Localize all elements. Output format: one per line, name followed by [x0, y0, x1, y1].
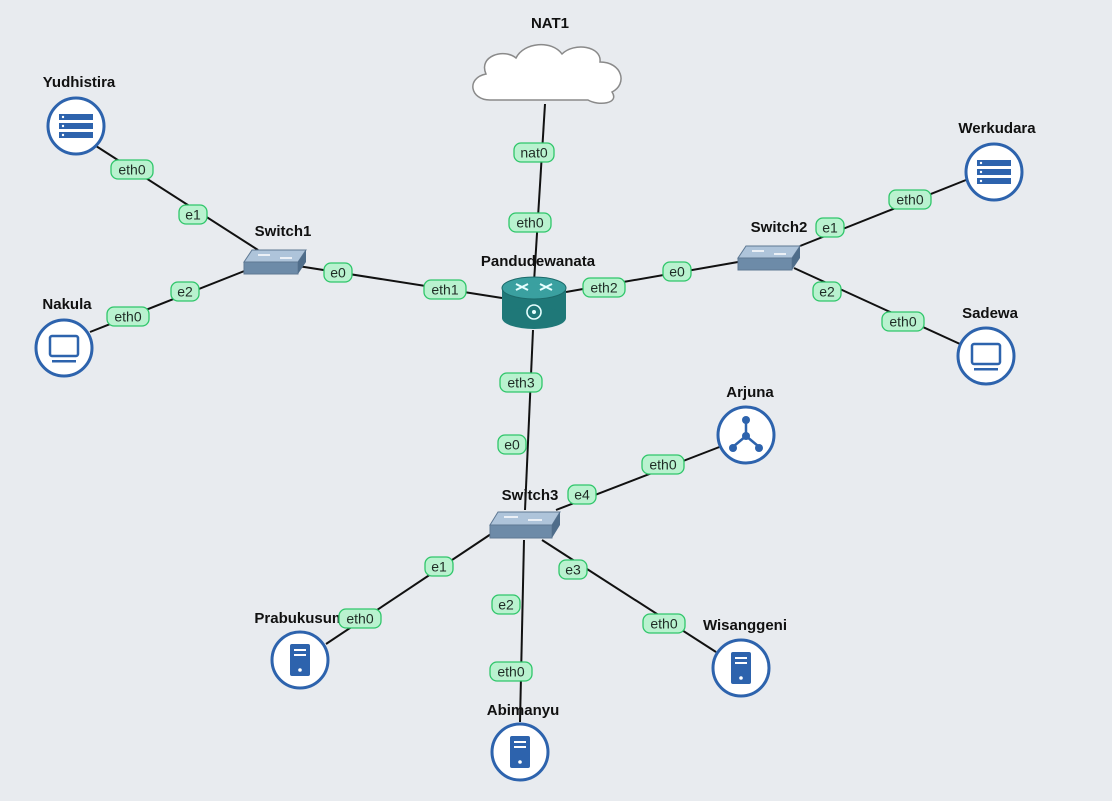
port-label: eth0	[106, 306, 150, 327]
server-rack-icon	[964, 142, 1024, 202]
switch2-node[interactable]: Switch2	[737, 219, 808, 271]
sadewa-node[interactable]: Sadewa	[956, 305, 1019, 386]
port-label: eth0	[508, 212, 552, 233]
port-label: eth0	[489, 661, 533, 682]
port-label: e2	[491, 594, 521, 615]
port-label: eth1	[423, 279, 467, 300]
prabukusuma-label: Prabukusuma	[254, 610, 354, 627]
wisanggeni-node[interactable]: Wisanggeni	[703, 617, 787, 698]
link-switch2-sadewa	[793, 267, 961, 345]
port-label-text: eth0	[889, 314, 916, 330]
switch-icon	[243, 249, 307, 275]
port-label-text: e1	[185, 207, 201, 223]
cloud-icon	[472, 44, 622, 105]
wisanggeni-label: Wisanggeni	[703, 617, 787, 634]
nakula-label: Nakula	[42, 296, 92, 313]
port-label-text: e0	[504, 437, 520, 453]
sadewa-label: Sadewa	[962, 305, 1019, 322]
links	[89, 103, 967, 723]
port-label-text: e3	[565, 562, 581, 578]
port-label-text: e1	[431, 559, 447, 575]
port-label: e0	[323, 262, 353, 283]
port-label: nat0	[513, 142, 555, 163]
link-nat-router	[533, 103, 546, 283]
port-label-text: eth0	[650, 616, 677, 632]
port-label-text: eth0	[346, 611, 373, 627]
router-label: Pandudewanata	[481, 253, 596, 270]
port-labels: nat0 eth0 eth1 eth2 eth3 e0 e1 e2 e0 e1 …	[106, 142, 932, 682]
port-label-text: e0	[330, 265, 346, 281]
switch1-label: Switch1	[255, 223, 312, 240]
port-label-text: nat0	[520, 145, 547, 161]
server-tower-icon	[490, 722, 550, 782]
port-label: e3	[558, 559, 588, 580]
port-label-text: eth0	[649, 457, 676, 473]
port-label: e1	[424, 556, 454, 577]
port-label-text: e4	[574, 487, 590, 503]
nat-label: NAT1	[531, 15, 569, 32]
port-label: eth2	[582, 277, 626, 298]
port-label: eth3	[499, 372, 543, 393]
port-label: eth0	[642, 613, 686, 634]
monitor-icon	[956, 326, 1016, 386]
server-tower-icon	[270, 630, 330, 690]
port-label: e0	[662, 261, 692, 282]
port-label: eth0	[110, 159, 154, 180]
prabukusuma-node[interactable]: Prabukusuma	[254, 610, 354, 690]
port-label-text: eth0	[118, 162, 145, 178]
router-node[interactable]: Pandudewanata	[481, 253, 596, 329]
port-label: eth0	[641, 454, 685, 475]
link-router-switch3	[524, 329, 534, 511]
werkudara-node[interactable]: Werkudara	[958, 120, 1036, 202]
port-label-text: eth0	[516, 215, 543, 231]
port-label: eth0	[338, 608, 382, 629]
abimanyu-node[interactable]: Abimanyu	[487, 702, 560, 782]
port-label-text: e1	[822, 220, 838, 236]
port-label: e2	[812, 281, 842, 302]
port-label-text: eth2	[590, 280, 617, 296]
port-label: eth0	[881, 311, 925, 332]
switch3-label: Switch3	[502, 487, 559, 504]
werkudara-label: Werkudara	[958, 120, 1036, 137]
port-label: e2	[170, 281, 200, 302]
link-switch3-abimanyu	[519, 539, 525, 723]
port-label: e4	[567, 484, 597, 505]
server-rack-icon	[46, 96, 106, 156]
monitor-icon	[34, 318, 94, 378]
switch2-label: Switch2	[751, 219, 808, 236]
arjuna-node[interactable]: Arjuna	[716, 384, 776, 465]
switch-icon	[737, 245, 801, 271]
port-label: e1	[815, 217, 845, 238]
port-label: e1	[178, 204, 208, 225]
nat-node[interactable]: NAT1	[472, 15, 622, 105]
port-label-text: eth1	[431, 282, 458, 298]
port-label-text: eth3	[507, 375, 534, 391]
switch-icon	[489, 511, 561, 539]
switch3-node[interactable]: Switch3	[489, 487, 561, 539]
port-label-text: e2	[819, 284, 835, 300]
nakula-node[interactable]: Nakula	[34, 296, 94, 378]
port-label: eth0	[888, 189, 932, 210]
port-label-text: eth0	[497, 664, 524, 680]
abimanyu-label: Abimanyu	[487, 702, 560, 719]
port-label-text: eth0	[896, 192, 923, 208]
switch1-node[interactable]: Switch1	[243, 223, 312, 275]
router-icon	[501, 276, 567, 329]
port-label-text: e2	[177, 284, 193, 300]
server-tower-icon	[711, 638, 771, 698]
link-switch3-wisanggeni	[541, 539, 717, 653]
port-label-text: e2	[498, 597, 514, 613]
arjuna-label: Arjuna	[726, 384, 774, 401]
yudhistira-label: Yudhistira	[43, 74, 116, 91]
yudhistira-node[interactable]: Yudhistira	[43, 74, 116, 156]
port-label-text: e0	[669, 264, 685, 280]
port-label: e0	[497, 434, 527, 455]
port-label-text: eth0	[114, 309, 141, 325]
network-hub-icon	[716, 405, 776, 465]
